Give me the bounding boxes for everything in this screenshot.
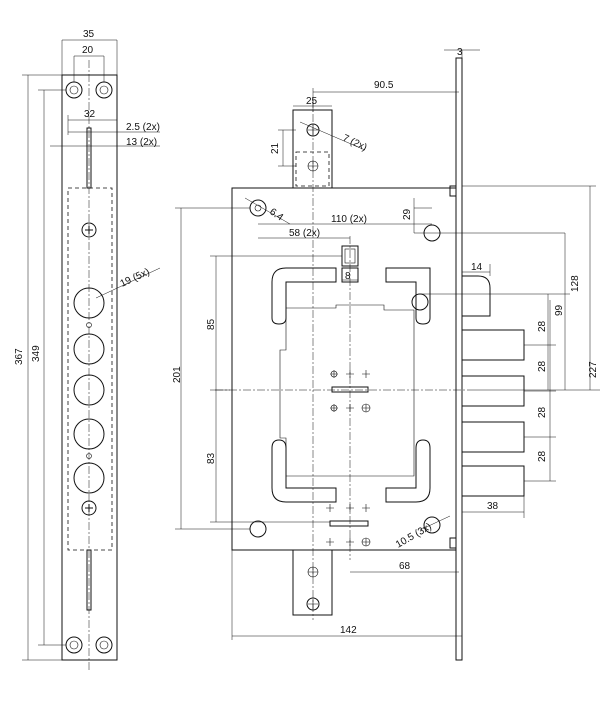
dim-total-height: 367 xyxy=(14,348,25,365)
dim-keeper-width: 25 xyxy=(306,96,318,107)
dim-spindle: 8 xyxy=(345,271,351,282)
mount-hole-bottom-right xyxy=(423,516,441,534)
top-right-screw-hole xyxy=(95,81,113,99)
lower-left-slot xyxy=(271,439,337,503)
dim-128: 128 xyxy=(570,275,581,292)
upper-right-slot xyxy=(385,267,431,325)
dim-screw-spacing: 20 xyxy=(82,45,94,56)
lower-right-slot xyxy=(385,439,431,503)
dim-bolt-spacing-3: 28 xyxy=(537,406,548,418)
bolt-2 xyxy=(461,375,525,407)
dim-latch-projection: 14 xyxy=(471,262,483,273)
dim-screw-height: 349 xyxy=(31,345,42,362)
dim-cylinder-distance: 68 xyxy=(399,561,411,572)
upper-left-slot xyxy=(271,267,337,318)
lock-case-outline xyxy=(231,187,457,551)
center-marks xyxy=(326,370,371,547)
dim-lower-hole: 10.5 (3x) xyxy=(394,521,434,550)
dim-case-width: 142 xyxy=(340,625,357,636)
bottom-right-screw-hole xyxy=(95,636,113,654)
dim-backset: 90.5 xyxy=(374,80,394,91)
top-keeper xyxy=(292,109,333,188)
mount-hole-bottom-left xyxy=(249,520,267,538)
dim-upper-distance: 85 xyxy=(206,318,217,330)
bottom-left-screw-hole xyxy=(65,636,83,654)
inner-mechanism xyxy=(279,304,415,477)
dim-keeper-height: 21 xyxy=(270,142,281,154)
dim-bolt-spacing-4: 28 xyxy=(537,450,548,462)
top-left-screw-hole xyxy=(65,81,83,99)
dim-pin-offset: 32 xyxy=(84,109,96,120)
dim-hole-diameter: 19 (5x) xyxy=(119,267,152,290)
dim-mount-hole: 6.4 xyxy=(267,206,285,223)
latch-hole xyxy=(411,293,429,311)
dim-bolt-throw: 38 xyxy=(487,501,499,512)
dim-bolt-spacing-1: 28 xyxy=(537,320,548,332)
bottom-keeper xyxy=(292,550,333,616)
dim-plate-width: 35 xyxy=(83,29,95,40)
dim-keeper-hole: 7 (2x) xyxy=(341,133,369,154)
dim-height-201: 201 xyxy=(172,366,183,383)
dim-pin-spacing: 13 (2x) xyxy=(126,137,157,148)
lock-body-view: 3 90.5 25 21 7 (2x) 6.4 110 (2x) 29 58 (… xyxy=(172,47,600,661)
bolt-1 xyxy=(461,329,525,361)
hidden-case-outline xyxy=(67,187,113,551)
dim-227: 227 xyxy=(588,361,599,378)
dim-hole-offset-2: 58 (2x) xyxy=(289,228,320,239)
front-plate-view: 35 20 32 2.5 (2x) 13 (2x) 367 349 19 (5x… xyxy=(14,29,161,670)
latch-bolt xyxy=(462,275,491,317)
faceplate-side xyxy=(455,57,463,661)
dim-plate-thickness: 3 xyxy=(457,47,463,58)
dim-hole-distance: 110 (2x) xyxy=(331,214,367,225)
dim-pin-diameter: 2.5 (2x) xyxy=(126,122,160,133)
bolt-4 xyxy=(461,465,525,497)
dim-bolt-spacing-2: 28 xyxy=(537,360,548,372)
bolt-3 xyxy=(461,421,525,453)
dim-hole-offset: 29 xyxy=(402,208,413,220)
dim-99: 99 xyxy=(554,304,565,316)
dim-lower-distance: 83 xyxy=(206,452,217,464)
front-plate-outline xyxy=(61,74,118,661)
